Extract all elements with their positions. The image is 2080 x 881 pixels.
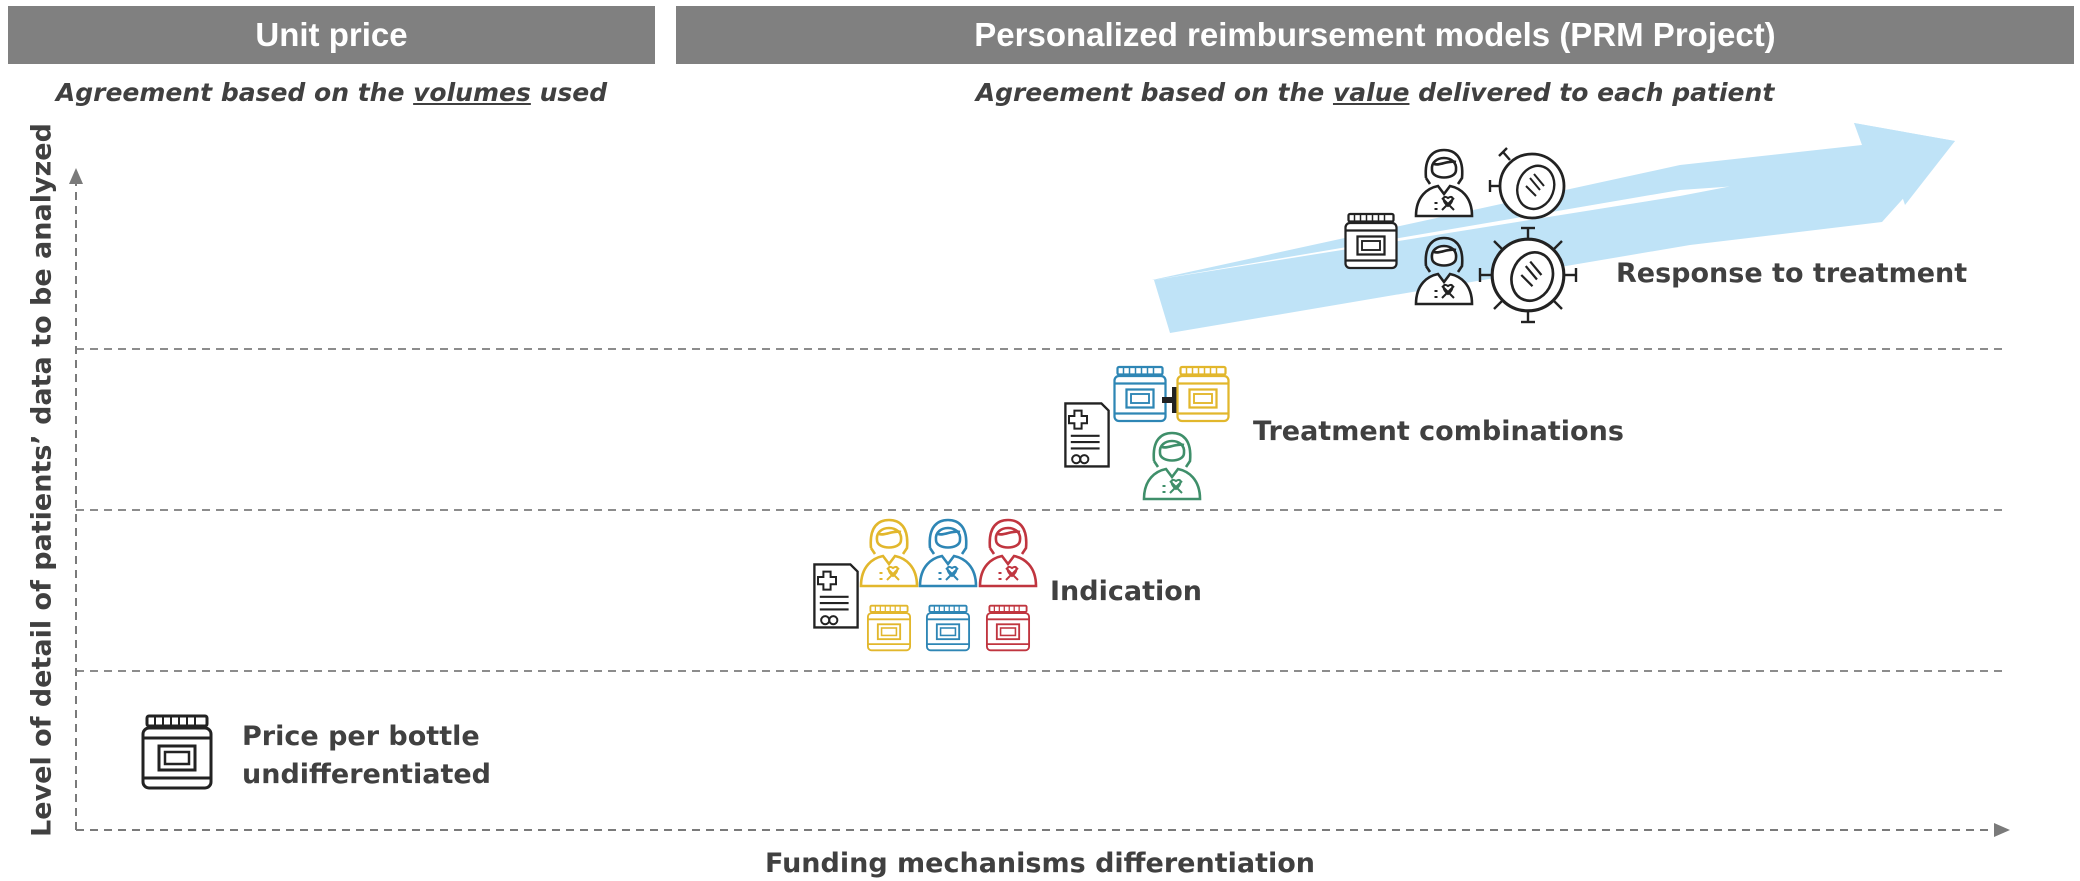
patient-icon (918, 518, 978, 588)
y-axis-arrowhead (69, 168, 83, 184)
cell-spikes (1488, 147, 1511, 192)
bottle-icon (866, 604, 912, 652)
prescription-icon (1064, 402, 1110, 468)
header-unit-price-label: Unit price (255, 16, 408, 53)
header-prm-label: Personalized reimbursement models (PRM P… (974, 16, 1776, 53)
level-2-label: Indication (1050, 576, 1203, 607)
x-axis-label: Funding mechanisms differentiation (764, 848, 1316, 879)
bottle-icon (985, 604, 1031, 652)
cell-icon (1498, 152, 1566, 220)
header-prm: Personalized reimbursement models (PRM P… (676, 6, 2074, 64)
progression-arrow-body (1154, 123, 1955, 333)
prescription-icon (813, 563, 859, 629)
bottle-icon (1113, 365, 1167, 423)
subtitle-left-emphasis: volumes (413, 78, 531, 107)
subtitle-left-text-end: used (530, 78, 608, 107)
level-4-label: Response to treatment (1616, 258, 1968, 289)
subtitle-right-text: Agreement based on the (975, 78, 1333, 107)
y-axis-label: Level of detail of patients’ data to be … (26, 123, 58, 837)
bottle-icon (1176, 365, 1230, 423)
bottle-icon (1344, 212, 1398, 270)
level-1-label: Price per bottle undifferentiated (242, 718, 491, 794)
patient-icon (978, 518, 1038, 588)
header-unit-price: Unit price (8, 6, 655, 64)
bottle-icon (141, 714, 213, 790)
patient-icon (859, 518, 919, 588)
subtitle-volumes: Agreement based on the volumes used (8, 78, 655, 112)
patient-icon (1142, 431, 1202, 501)
subtitle-left-text: Agreement based on the (55, 78, 414, 107)
subtitle-right-emphasis: value (1332, 78, 1410, 107)
patient-icon (1414, 148, 1474, 218)
level-1-line1: Price per bottle (242, 721, 480, 752)
bottle-icon (925, 604, 971, 652)
level-1-line2: undifferentiated (242, 759, 491, 790)
cell-spikes (1478, 226, 1578, 324)
level-3-label: Treatment combinations (1253, 416, 1624, 447)
x-axis-arrowhead (1994, 823, 2010, 837)
subtitle-right-text-end: delivered to each patient (1409, 78, 1775, 107)
subtitle-value: Agreement based on the value delivered t… (676, 78, 2074, 112)
